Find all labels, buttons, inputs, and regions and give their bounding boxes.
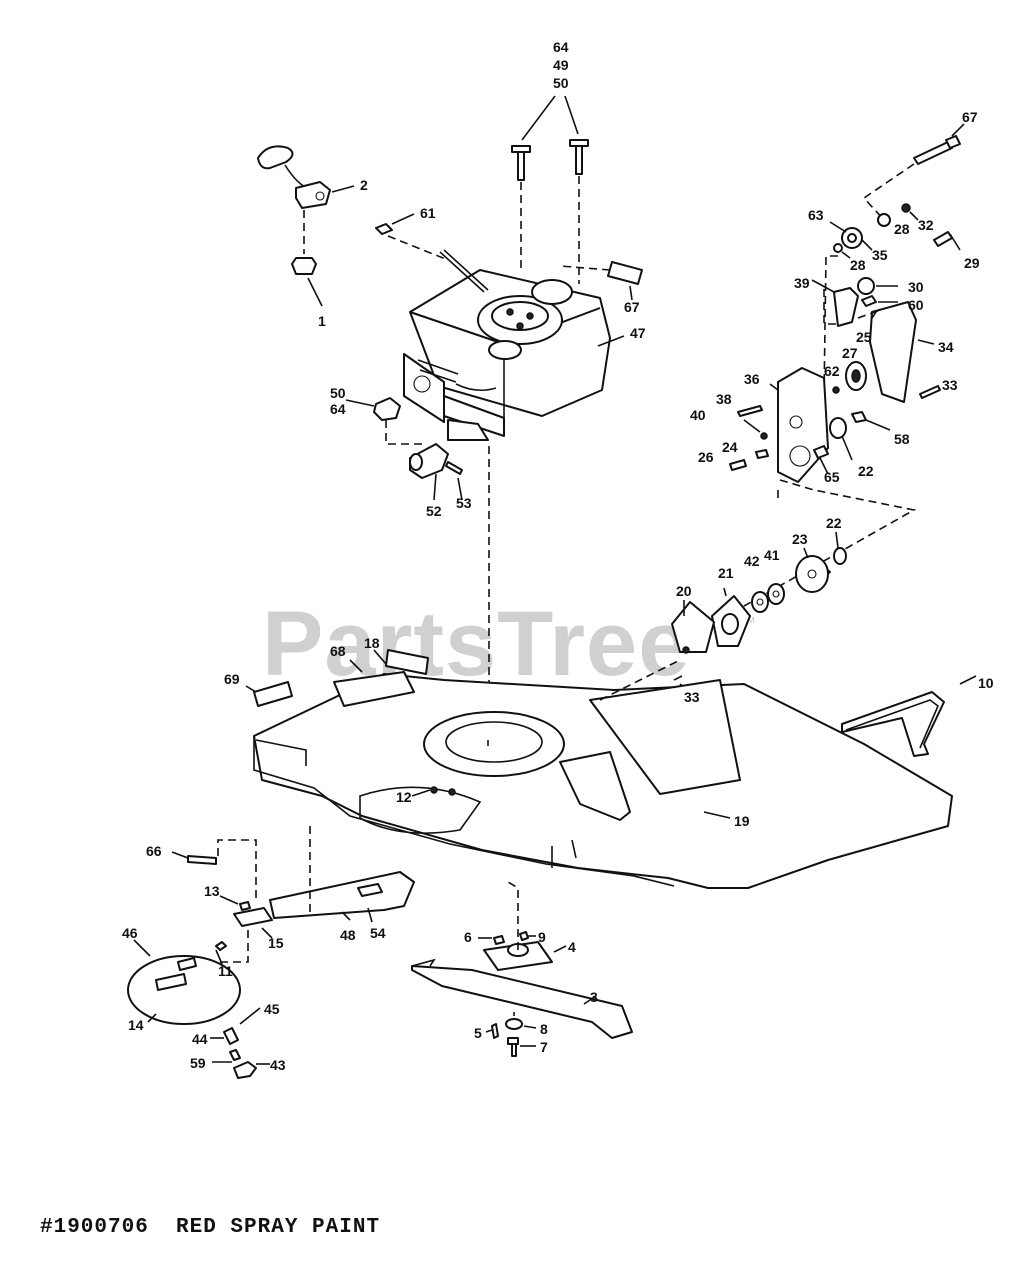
callout-35: 35 (872, 247, 888, 263)
callout-33: 33 (942, 377, 958, 393)
callout-22: 22 (826, 515, 842, 531)
callout-18: 18 (364, 635, 380, 651)
callout-9: 9 (538, 929, 546, 945)
callout-44: 44 (192, 1031, 208, 1047)
callout-40: 40 (690, 407, 706, 423)
callout-21: 21 (718, 565, 734, 581)
leader-18 (373, 649, 387, 665)
callout-33: 33 (684, 689, 700, 705)
callout-6: 6 (464, 929, 472, 945)
callout-8: 8 (540, 1021, 548, 1037)
callout-49: 49 (553, 57, 569, 73)
decal-67 (559, 261, 643, 301)
callout-59: 59 (190, 1055, 206, 1071)
callout-58: 58 (894, 431, 910, 447)
callout-13: 13 (204, 883, 220, 899)
callout-19: 19 (734, 813, 750, 829)
callout-50: 50 (330, 385, 346, 401)
callout-25: 25 (856, 329, 872, 345)
callout-61: 61 (420, 205, 436, 221)
callout-3: 3 (590, 989, 598, 1005)
drive-belt (841, 675, 977, 757)
callout-52: 52 (426, 503, 442, 519)
decal-69 (245, 681, 293, 707)
callout-41: 41 (764, 547, 780, 563)
callout-46: 46 (122, 925, 138, 941)
callout-64: 64 (330, 401, 346, 417)
callout-30: 30 (908, 279, 924, 295)
callout-32: 32 (918, 217, 934, 233)
part-50-64-knob (345, 397, 426, 445)
callout-23: 23 (792, 531, 808, 547)
callout-50: 50 (553, 75, 569, 91)
engine-mount-bolts (511, 95, 589, 284)
callout-27: 27 (842, 345, 858, 361)
callout-69: 69 (224, 671, 240, 687)
callout-24: 24 (722, 439, 738, 455)
callout-29: 29 (964, 255, 980, 271)
callout-7: 7 (540, 1039, 548, 1055)
callout-63: 63 (808, 207, 824, 223)
callout-60: 60 (908, 297, 924, 313)
blade-assembly (411, 881, 633, 1057)
callout-14: 14 (128, 1017, 144, 1033)
callout-36: 36 (744, 371, 760, 387)
callout-5: 5 (474, 1025, 482, 1041)
callout-labels: 64 49 50 2 1 61 67 47 50 64 52 53 67 63 … (122, 39, 994, 1073)
mulch-door-assembly (127, 826, 415, 1079)
callout-11: 11 (218, 963, 233, 979)
callout-20: 20 (676, 583, 692, 599)
parts-52-53 (409, 443, 463, 501)
callout-43: 43 (270, 1057, 286, 1073)
callout-39: 39 (794, 275, 810, 291)
callout-26: 26 (698, 449, 714, 465)
callout-48: 48 (340, 927, 356, 943)
callout-10: 10 (978, 675, 994, 691)
callout-45: 45 (264, 1001, 280, 1017)
drive-assembly (683, 123, 965, 641)
callout-42: 42 (744, 553, 760, 569)
engine (403, 249, 625, 740)
mower-deck (253, 649, 953, 889)
callout-4: 4 (568, 939, 576, 955)
watermark-logo: PartsTree (262, 593, 690, 695)
starter-handle-assembly (257, 145, 355, 307)
callout-15: 15 (268, 935, 284, 951)
callout-54: 54 (370, 925, 386, 941)
part-61 (375, 213, 449, 261)
callout-67: 67 (962, 109, 978, 125)
callout-28: 28 (850, 257, 866, 273)
callout-22: 22 (858, 463, 874, 479)
callout-2: 2 (360, 177, 368, 193)
callout-64: 64 (553, 39, 569, 55)
callout-62: 62 (824, 363, 840, 379)
paint-part-note: #1900706 RED SPRAY PAINT (40, 1216, 381, 1239)
callout-65: 65 (824, 469, 840, 485)
callout-53: 53 (456, 495, 472, 511)
callout-12: 12 (396, 789, 412, 805)
callout-68: 68 (330, 643, 346, 659)
callout-47: 47 (630, 325, 646, 341)
callout-67: 67 (624, 299, 640, 315)
callout-28: 28 (894, 221, 910, 237)
callout-38: 38 (716, 391, 732, 407)
pulley-stack (671, 531, 847, 693)
leader-68 (349, 659, 363, 673)
callout-66: 66 (146, 843, 162, 859)
callout-1: 1 (318, 313, 326, 329)
callout-34: 34 (938, 339, 954, 355)
